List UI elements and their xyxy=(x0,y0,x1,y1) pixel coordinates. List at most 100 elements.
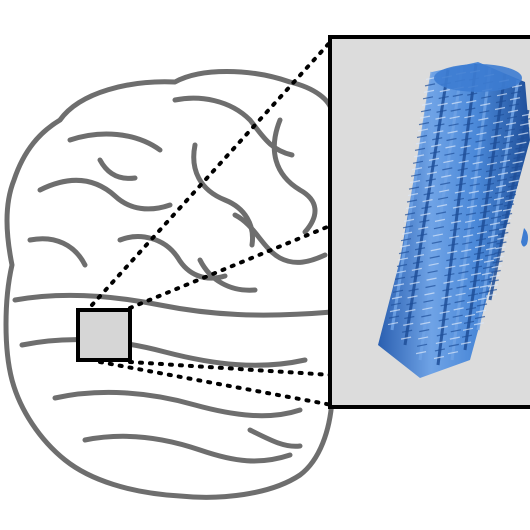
brain-outline xyxy=(3,69,335,500)
fibril-rung xyxy=(457,278,468,282)
fibril-rung xyxy=(486,288,498,293)
fibril-rung xyxy=(391,296,403,300)
fibril-rung xyxy=(490,269,501,274)
fibril-rung xyxy=(496,178,508,182)
fibril-rung xyxy=(496,93,508,97)
fibril-rung xyxy=(432,233,443,237)
fibril-rung xyxy=(446,137,457,142)
fibril-rung xyxy=(473,154,484,158)
fibril-rung xyxy=(401,231,413,235)
fibril-rung xyxy=(423,89,435,93)
fibril-rung xyxy=(400,336,412,340)
fibril-rung xyxy=(448,343,460,347)
fibril-rung xyxy=(475,139,486,143)
fibril-rung xyxy=(506,115,518,120)
fibril-fragment xyxy=(521,228,528,247)
fibril-rung xyxy=(404,212,416,216)
fibril-rung xyxy=(479,210,491,214)
fibril-rung xyxy=(438,95,449,100)
fibril-rung xyxy=(410,274,421,278)
fibril-rung xyxy=(434,348,446,352)
fibril-rung xyxy=(476,231,488,235)
fibril-rung xyxy=(488,279,499,283)
fibril-rung xyxy=(509,97,521,101)
fibril-rung xyxy=(471,168,482,172)
fibril-rung xyxy=(452,205,464,209)
fibril-rung xyxy=(424,83,436,87)
fibril-rung xyxy=(485,293,497,297)
fibril-rung xyxy=(420,109,432,113)
fibril-rung xyxy=(465,107,476,111)
fibril-rung xyxy=(514,151,525,155)
fibril-rung xyxy=(498,165,510,170)
fibril-rung xyxy=(467,293,479,297)
fibril-rung xyxy=(494,190,506,195)
fibril-rung xyxy=(502,140,514,145)
fibril-rung xyxy=(402,329,413,333)
fibril-rung xyxy=(443,280,454,284)
fibril-rung xyxy=(491,209,503,213)
fibril-rung xyxy=(438,318,449,322)
fibril-rung xyxy=(460,256,471,260)
fibril-rung xyxy=(439,189,450,193)
fibril-rung xyxy=(420,212,431,216)
fibril-rung xyxy=(486,240,498,245)
fibril-rung xyxy=(485,169,497,173)
fibril-rung xyxy=(513,155,524,160)
fibril-rung xyxy=(500,153,512,157)
fibril-rung xyxy=(487,155,499,159)
fibril-rung xyxy=(465,307,477,311)
fibril-rung xyxy=(423,192,434,196)
fibril-rung xyxy=(474,244,486,249)
fibril-rung xyxy=(434,218,446,222)
fibril-rung xyxy=(463,320,475,324)
fibril-rung xyxy=(419,329,430,333)
fibril-rung xyxy=(476,132,487,136)
fibril-rung xyxy=(463,227,475,231)
fibril-rung xyxy=(503,134,515,138)
fibril-rung xyxy=(505,122,517,126)
fibril-rung xyxy=(447,250,458,254)
fibril-rung xyxy=(467,92,478,96)
fibril-rung xyxy=(466,100,477,104)
fibril-rung xyxy=(431,144,442,148)
region-marker-square xyxy=(76,308,132,362)
fibril-rung xyxy=(507,109,519,113)
fibril-rung xyxy=(484,253,496,257)
connector-bottom xyxy=(98,360,334,407)
fibril-rung xyxy=(431,240,442,244)
sulcus-frontal-3 xyxy=(37,177,173,212)
fibril-rung xyxy=(398,251,410,255)
fibril-rung xyxy=(481,95,492,99)
fibril-rung xyxy=(422,96,434,100)
fibril-rung xyxy=(393,283,405,287)
fibril-rung xyxy=(415,351,427,355)
fibril-rung xyxy=(511,84,523,88)
fibril-rung xyxy=(434,123,445,127)
fibril-rung xyxy=(428,262,439,267)
fibril-rung xyxy=(416,134,428,139)
fibril-rung xyxy=(474,146,485,150)
fibril-rung xyxy=(445,265,456,269)
fibril-rung xyxy=(444,273,455,277)
fibril-rung xyxy=(477,124,488,128)
fibril-rung xyxy=(397,257,409,261)
fibril-rung xyxy=(485,247,497,251)
fibril-rung xyxy=(491,265,502,269)
fibril-rung xyxy=(439,89,450,93)
connector-mid-upper xyxy=(128,223,334,310)
fibril-rung xyxy=(474,315,486,320)
fibril-rung xyxy=(444,152,455,156)
fibril-rung xyxy=(492,120,504,124)
fibril-rung xyxy=(510,170,521,174)
fibril-rung xyxy=(459,263,470,267)
fibril-rung xyxy=(519,127,530,131)
fibril-rung xyxy=(421,314,432,318)
sulcus-frontal-1 xyxy=(67,131,163,153)
fibril-rung xyxy=(408,186,420,190)
fibril-rung xyxy=(475,309,487,313)
fibril-rung xyxy=(462,327,474,331)
fibril-rung xyxy=(453,197,465,202)
connector-mid-lower xyxy=(128,360,334,377)
fibril-rung xyxy=(406,199,418,203)
